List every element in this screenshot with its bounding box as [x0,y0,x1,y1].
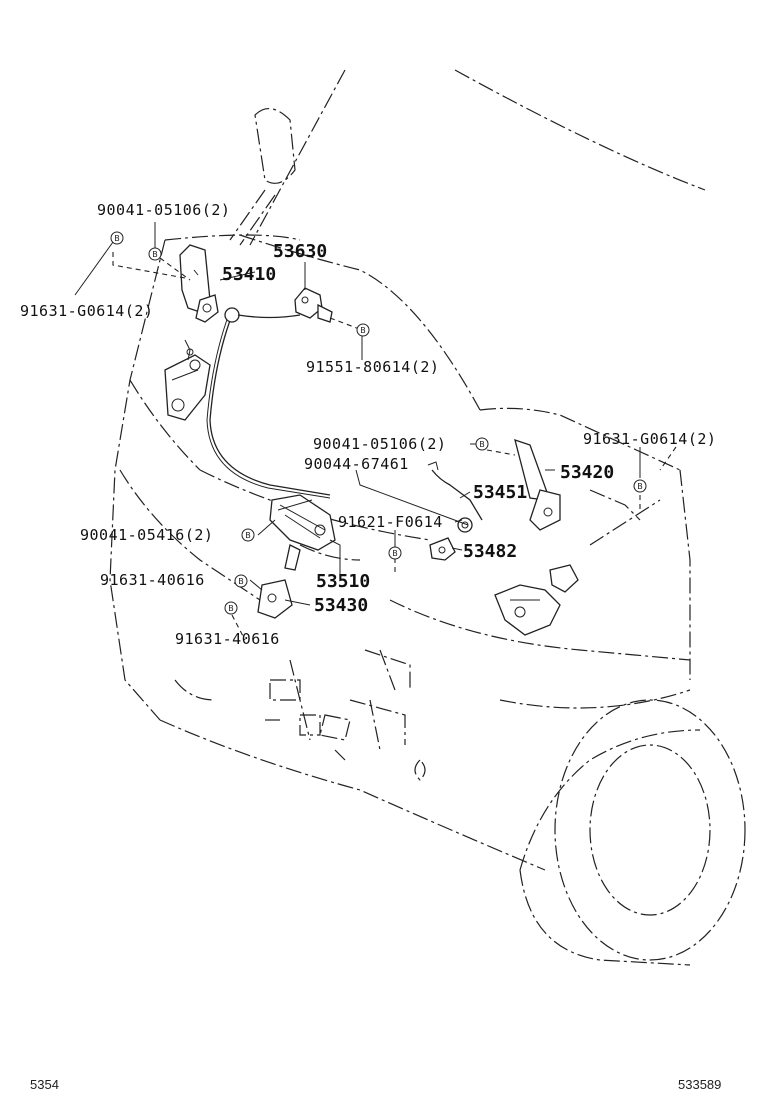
bracket-53630 [294,287,333,323]
hinge-lower-right [494,564,579,636]
cushion-53482 [429,537,456,561]
part-label-53410: 53410 [222,264,276,285]
bolt-marker-icon: B [633,479,647,493]
part-label-90041-05106-mid: 90041-05106(2) [313,435,446,453]
part-label-53420: 53420 [560,462,614,483]
part-label-90044-67461: 90044-67461 [304,455,409,473]
hinge-lower-left [164,339,211,421]
footer-right-code: 533589 [678,1077,721,1092]
svg-text:B: B [637,482,643,491]
hinge-53410 [179,244,219,323]
part-label-53482: 53482 [463,541,517,562]
leader-lines [74,222,677,641]
bolt-marker-icon: B [110,231,124,245]
part-label-53510: 53510 [316,571,370,592]
support-rod-53451 [427,461,483,533]
svg-text:B: B [152,250,158,259]
bolt-marker-icon: B [356,323,370,337]
part-label-53451: 53451 [473,482,527,503]
release-cable [206,307,331,499]
svg-text:B: B [360,326,366,335]
part-label-91631-g0614-left: 91631-G0614(2) [20,302,153,320]
footer-left-code: 5354 [30,1077,59,1092]
svg-text:B: B [392,549,398,558]
bolt-marker-icon: B [241,528,255,542]
bolt-markers: B B B B B B B B B [110,231,647,615]
svg-text:B: B [238,577,244,586]
lock-assembly-53510 [269,494,336,571]
svg-text:B: B [114,234,120,243]
part-label-90041-05416: 90041-05416(2) [80,526,213,544]
part-label-91551-80614: 91551-80614(2) [306,358,439,376]
svg-text:B: B [245,531,251,540]
part-label-91631-40616-b: 91631-40616 [175,630,280,648]
part-labels: 90041-05106(2) 91631-G0614(2) 53630 5341… [20,201,716,648]
part-label-90041-05106-left: 90041-05106(2) [97,201,230,219]
striker-bracket-53430 [257,579,293,619]
part-label-91631-40616-a: 91631-40616 [100,571,205,589]
bolt-marker-icon: B [234,574,248,588]
part-label-53430: 53430 [314,595,368,616]
svg-text:B: B [479,440,485,449]
bolt-marker-icon: B [475,437,489,451]
part-label-91631-g0614-right: 91631-G0614(2) [583,430,716,448]
hinge-53420 [514,439,561,531]
part-label-91621-f0614: 91621-F0614 [338,513,443,531]
part-label-53630: 53630 [273,241,327,262]
bolt-marker-icon: B [388,546,402,560]
svg-text:B: B [228,604,234,613]
bolt-marker-icon: B [224,601,238,615]
vehicle-body-outline [109,69,746,966]
bolt-marker-icon: B [148,247,162,261]
